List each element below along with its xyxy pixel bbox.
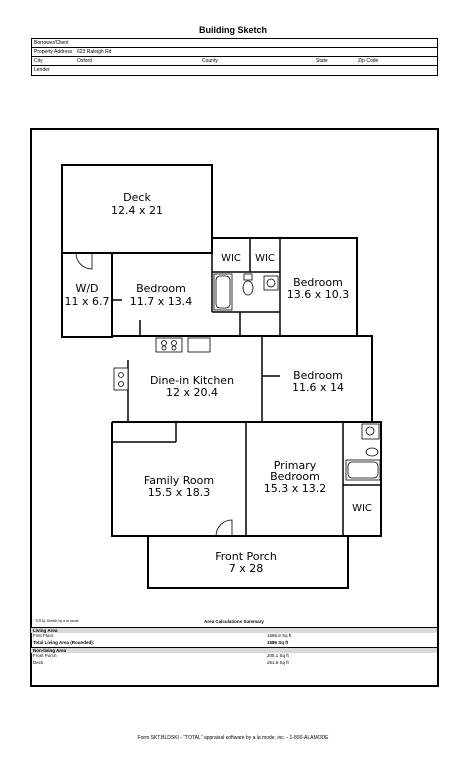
bedroom2-dims: 13.6 x 10.3: [287, 288, 350, 301]
deck-row: Deck 261.6 Sq ft: [33, 660, 437, 666]
summary-title: Area Calculations Summary: [204, 619, 264, 624]
nonliving-header: Non-living Area: [31, 647, 437, 653]
state-label: State: [316, 58, 328, 64]
address-value: 623 Raleigh Rd: [77, 49, 112, 55]
form-footer: Form SKT.BLDSKI - "TOTAL" appraisal soft…: [137, 735, 329, 741]
porch-area-value: 205.1 Sq ft: [267, 653, 289, 658]
borrower-label: Borrower/Client: [34, 40, 69, 46]
porch-name: Front Porch: [215, 550, 277, 563]
bedroom1-name: Bedroom: [136, 282, 186, 295]
primary-dims: 15.3 x 13.2: [264, 482, 327, 495]
summary-header: TOTAL Sketch by a la mode Area Calculati…: [31, 618, 437, 624]
primary-name-2: Bedroom: [270, 470, 320, 483]
total-label: Total Living Area (Rounded):: [33, 640, 95, 645]
kitchen-name: Dine-in Kitchen: [150, 374, 234, 387]
first-floor-value: 1585.8 Sq ft: [267, 633, 292, 638]
kitchen-dims: 12 x 20.4: [166, 386, 218, 399]
bedroom3-name: Bedroom: [293, 369, 343, 382]
wic2-name: WIC: [255, 253, 275, 264]
city-value: Oxford: [77, 58, 93, 64]
wd-name: W/D: [75, 282, 98, 295]
total-row: Total Living Area (Rounded): 1586 Sq ft: [33, 640, 437, 646]
lender-row: Lender: [32, 66, 437, 75]
lender-label: Lender: [34, 67, 50, 73]
deck-area-label: Deck: [33, 660, 44, 665]
zip-label: Zip Code: [358, 58, 379, 64]
page-title: Building Sketch: [198, 25, 267, 35]
deck-name: Deck: [123, 191, 151, 204]
family-dims: 15.5 x 18.3: [148, 486, 211, 499]
bedroom1-dims: 11.7 x 13.4: [130, 295, 193, 308]
county-label: County: [202, 58, 218, 64]
deck-dims: 12.4 x 21: [111, 204, 163, 217]
property-info-table: Borrower/Client Property Address 623 Ral…: [31, 38, 438, 76]
address-label: Property Address: [34, 49, 73, 55]
porch-dims: 7 x 28: [229, 562, 264, 575]
city-label: City: [34, 58, 43, 64]
wic1-name: WIC: [221, 253, 241, 264]
living-area-header: Living Area: [31, 627, 437, 633]
porch-area-label: Front Porch: [33, 653, 57, 658]
wic3-name: WIC: [352, 503, 372, 514]
address-row: Property Address 623 Raleigh Rd: [32, 48, 437, 57]
primary-name-1: Primary: [274, 459, 317, 472]
wd-dims: 11 x 6.7: [65, 295, 110, 308]
sketch-frame: [30, 128, 439, 687]
fixtures: [75, 252, 381, 537]
deck-area-value: 261.6 Sq ft: [267, 660, 289, 665]
bedroom3-dims: 11.6 x 14: [292, 381, 344, 394]
bedroom2-name: Bedroom: [293, 276, 343, 289]
first-floor-label: First Floor: [33, 633, 54, 638]
total-value: 1586 Sq ft: [267, 640, 289, 645]
family-name: Family Room: [144, 474, 214, 487]
first-floor-row: First Floor 1585.8 Sq ft: [33, 633, 437, 639]
borrower-row: Borrower/Client: [32, 39, 437, 48]
sketch-note: TOTAL Sketch by a la mode: [35, 619, 79, 623]
porch-row: Front Porch 205.1 Sq ft: [33, 653, 437, 659]
city-row: City Oxford County State Zip Code: [32, 57, 437, 66]
